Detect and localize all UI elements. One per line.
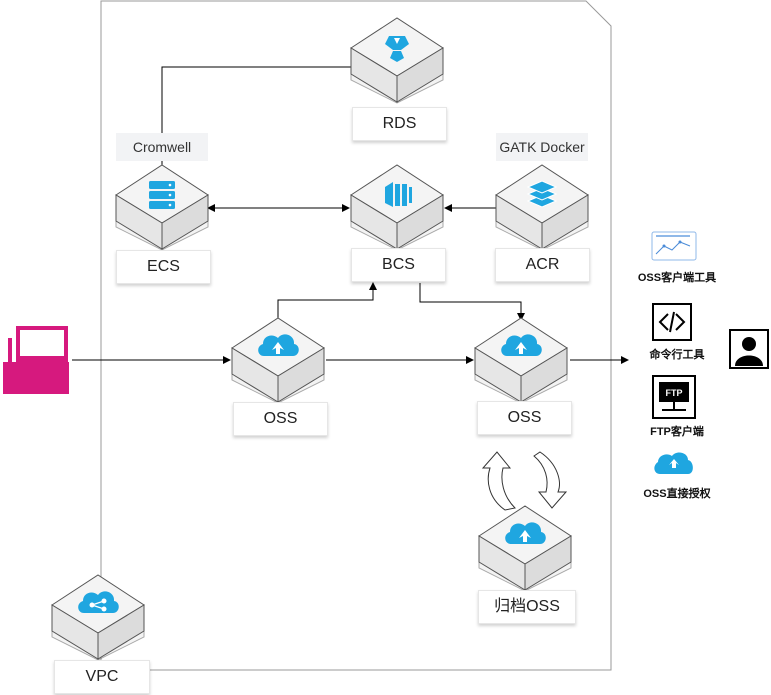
gatk-docker-tag: GATK Docker bbox=[496, 133, 588, 161]
vpc-label: VPC bbox=[54, 660, 150, 694]
cromwell-tag: Cromwell bbox=[116, 133, 208, 161]
bcs-label: BCS bbox=[351, 248, 446, 282]
archive-oss-node-icon bbox=[478, 505, 572, 592]
oss-direct-auth-icon bbox=[654, 452, 693, 474]
oss-client-tool-icon bbox=[651, 231, 697, 261]
connector-bcs-to-oss-out bbox=[419, 283, 525, 321]
rds-node-icon bbox=[350, 17, 444, 104]
oss-input-label: OSS bbox=[233, 402, 328, 436]
ecs-node-icon bbox=[115, 164, 209, 251]
command-line-tool-label: 命令行工具 bbox=[649, 349, 705, 361]
vpc-node-icon bbox=[51, 574, 145, 661]
command-line-tool-icon bbox=[652, 303, 692, 341]
bcs-node-icon bbox=[350, 164, 444, 251]
oss-output-label: OSS bbox=[477, 401, 572, 435]
oss-output-node-icon bbox=[474, 317, 568, 404]
ftp-icon-text: FTP bbox=[666, 388, 683, 398]
cloud-region-boundary bbox=[100, 0, 612, 671]
ecs-label: ECS bbox=[116, 250, 211, 284]
rds-label: RDS bbox=[352, 107, 447, 141]
ftp-client-icon bbox=[652, 375, 696, 419]
user-avatar-icon bbox=[729, 329, 769, 369]
acr-label: ACR bbox=[495, 248, 590, 282]
archive-store-arrow bbox=[533, 451, 568, 509]
connector-oss-in-to-bcs bbox=[277, 282, 377, 320]
user-terminal-icon bbox=[3, 326, 69, 394]
archive-restore-arrow bbox=[481, 451, 517, 511]
oss-client-tool-label: OSS客户端工具 bbox=[637, 272, 717, 284]
acr-node-icon bbox=[495, 164, 589, 251]
oss-input-node-icon bbox=[231, 317, 325, 404]
archive-oss-label: 归档OSS bbox=[478, 590, 576, 624]
oss-direct-auth-label: OSS直接授权 bbox=[643, 488, 711, 500]
ftp-client-label: FTP客户端 bbox=[650, 426, 704, 438]
